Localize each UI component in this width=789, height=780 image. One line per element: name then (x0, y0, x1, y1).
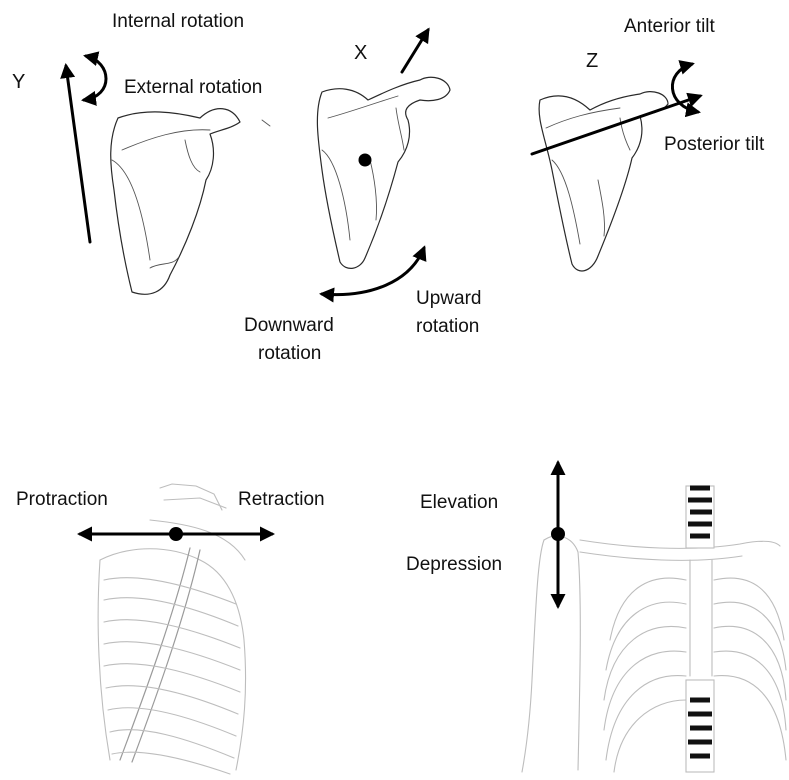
x-axis-label: X (354, 42, 367, 64)
depression-label: Depression (406, 554, 502, 575)
upward-rotation-label-line2: rotation (416, 316, 479, 337)
protraction-retraction-point (169, 527, 183, 541)
upward-rotation-label-line1: Upward (416, 288, 481, 309)
protraction-label: Protraction (16, 489, 108, 510)
external-rotation-label: External rotation (124, 77, 262, 98)
y-axis-label: Y (12, 71, 25, 93)
scapula-x-axis-view (317, 30, 450, 295)
z-axis-label: Z (586, 50, 598, 72)
ribcage-lateral-view (80, 484, 272, 774)
downward-rotation-label-line1: Downward (244, 315, 334, 336)
scapula-z-axis-view (532, 64, 700, 271)
elevation-depression-point (551, 527, 565, 541)
anterior-tilt-label: Anterior tilt (624, 16, 716, 37)
downward-rotation-label-line2: rotation (258, 343, 321, 364)
ribcage-frontal-view (522, 463, 786, 772)
x-axis-point (359, 154, 372, 167)
x-axis-arrow (402, 30, 428, 72)
rotation-arrow-y (84, 56, 106, 100)
posterior-tilt-label: Posterior tilt (664, 134, 765, 155)
elevation-label: Elevation (420, 492, 498, 513)
retraction-label: Retraction (238, 489, 325, 510)
y-axis-arrow (66, 66, 90, 242)
internal-rotation-label: Internal rotation (112, 11, 244, 32)
rotation-arrow-x (322, 248, 424, 295)
